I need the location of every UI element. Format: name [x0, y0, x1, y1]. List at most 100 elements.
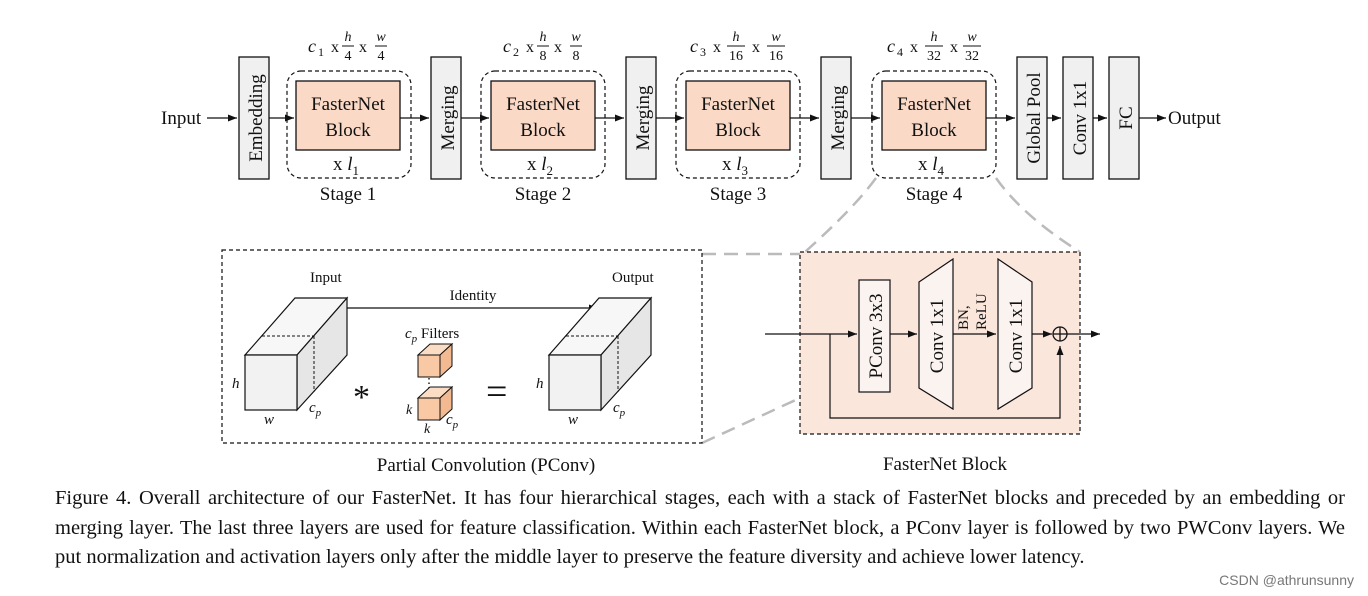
stage-label: Stage 4 — [906, 184, 963, 205]
svg-text:x: x — [331, 39, 339, 56]
stage-4: FasterNet Block x l4 Stage 4 c 4 x h 32 … — [871, 30, 1015, 205]
block-detail-title: FasterNet Block — [883, 454, 1008, 475]
input-tensor — [243, 296, 349, 412]
repeat-count: x l4 — [918, 154, 945, 178]
equals-sign: = — [486, 371, 507, 413]
svg-text:4: 4 — [378, 49, 385, 64]
global-pool-layer — [1016, 56, 1048, 180]
svg-text:c: c — [503, 36, 511, 56]
pconv-3x3-label: PConv 3x3 — [866, 294, 887, 379]
k-label-left: k — [406, 403, 413, 418]
w-label: w — [264, 412, 274, 428]
bn-label: BN, — [956, 305, 972, 330]
top-pipeline: Input Embedding FasterNet Block x l1 Sta… — [161, 30, 1222, 205]
global-pool-label: Global Pool — [1024, 72, 1045, 163]
svg-text:h: h — [540, 30, 547, 45]
svg-text:2: 2 — [513, 45, 519, 59]
svg-text:c: c — [308, 36, 316, 56]
svg-text:h: h — [345, 30, 352, 45]
stage-4-boundary — [871, 70, 997, 179]
identity-label: Identity — [450, 288, 497, 304]
filter-cp-label: cp — [446, 412, 459, 431]
output-tensor — [547, 296, 653, 412]
conv1x1-layer-1 — [918, 257, 954, 411]
filter-cube-2 — [416, 385, 454, 422]
svg-text:h: h — [931, 30, 938, 45]
merging-layer-2 — [625, 56, 657, 180]
stage-3-fasternet-block — [685, 80, 791, 151]
block-label-line2: Block — [911, 120, 957, 141]
cp-label: cp — [613, 400, 626, 419]
svg-text:3: 3 — [700, 45, 706, 59]
conv1x1-label-1: Conv 1x1 — [927, 299, 948, 373]
svg-text:32: 32 — [927, 49, 941, 64]
merging-label: Merging — [438, 85, 459, 151]
stage-1-boundary — [286, 70, 412, 179]
stage-3-boundary — [675, 70, 801, 179]
w-label: w — [568, 412, 578, 428]
svg-text:16: 16 — [729, 49, 743, 64]
stage-2-boundary — [480, 70, 606, 179]
pconv-3x3-layer — [858, 279, 891, 393]
k-label-bottom: k — [424, 422, 431, 437]
block-label-line1: FasterNet — [701, 94, 776, 115]
svg-text:16: 16 — [769, 49, 783, 64]
repeat-count: x l2 — [527, 154, 553, 178]
merging-layer-1 — [430, 56, 462, 180]
conv1x1-layer-2 — [997, 257, 1033, 411]
stage-label: Stage 3 — [710, 184, 766, 205]
output-label: Output — [1168, 108, 1222, 129]
svg-text:x: x — [526, 39, 534, 56]
block-label-line2: Block — [715, 120, 761, 141]
watermark: CSDN @athrunsunny — [1219, 572, 1354, 588]
pconv-panel: Input h w cp Identity * cp Filters k k c… — [221, 249, 703, 476]
conv1x1-label: Conv 1x1 — [1070, 81, 1091, 155]
figure-caption: Figure 4. Overall architecture of our Fa… — [55, 487, 1345, 568]
shape-annotation: c 4 x h 32 x w 32 — [887, 30, 981, 64]
svg-text:c: c — [887, 36, 895, 56]
architecture-diagram: Input Embedding FasterNet Block x l1 Sta… — [161, 30, 1222, 476]
pconv-title: Partial Convolution (PConv) — [377, 455, 596, 476]
block-label-line2: Block — [520, 120, 566, 141]
stage-label: Stage 2 — [515, 184, 571, 205]
svg-text:h: h — [733, 30, 740, 45]
embedding-label: Embedding — [246, 74, 267, 162]
svg-text:w: w — [967, 30, 977, 45]
block-label-line2: Block — [325, 120, 371, 141]
repeat-count: x l3 — [722, 154, 748, 178]
svg-text:w: w — [571, 30, 581, 45]
pconv-boundary — [221, 249, 703, 444]
input-label: Input — [161, 108, 202, 129]
fasternet-block-detail: PConv 3x3 Conv 1x1 BN, ReLU Conv 1x1 Fas… — [765, 251, 1100, 475]
merging-label: Merging — [828, 85, 849, 151]
svg-text:4: 4 — [897, 45, 903, 59]
svg-text:x: x — [950, 39, 958, 56]
svg-text:w: w — [771, 30, 781, 45]
svg-text:x: x — [713, 39, 721, 56]
add-operator-icon — [1052, 326, 1068, 342]
h-label: h — [232, 376, 240, 392]
filters-label: cp Filters — [405, 326, 459, 345]
block-label-line1: FasterNet — [311, 94, 386, 115]
svg-text:x: x — [752, 39, 760, 56]
output-label: Output — [612, 270, 655, 286]
stage-4-fasternet-block — [881, 80, 987, 151]
stage-3: FasterNet Block x l3 Stage 3 c 3 x h 16 … — [675, 30, 819, 205]
svg-text:x: x — [910, 39, 918, 56]
svg-text:x: x — [359, 39, 367, 56]
input-label: Input — [310, 270, 342, 286]
svg-text:8: 8 — [573, 49, 580, 64]
stage-1: FasterNet Block x l1 Stage 1 c 1 x h 4 x… — [286, 30, 429, 205]
svg-text:x: x — [554, 39, 562, 56]
stage-1-fasternet-block — [295, 80, 401, 151]
shape-annotation: c 3 x h 16 x w 16 — [690, 30, 785, 64]
stage-2: FasterNet Block x l2 Stage 2 c 2 x h 8 x… — [480, 30, 624, 205]
merging-label: Merging — [633, 85, 654, 151]
merging-layer-3 — [820, 56, 852, 180]
svg-text:8: 8 — [540, 49, 547, 64]
convolution-operator: * — [353, 379, 370, 416]
block-label-line1: FasterNet — [506, 94, 581, 115]
zoom-connector — [701, 177, 1081, 445]
svg-text:w: w — [376, 30, 386, 45]
fc-layer — [1108, 56, 1140, 180]
